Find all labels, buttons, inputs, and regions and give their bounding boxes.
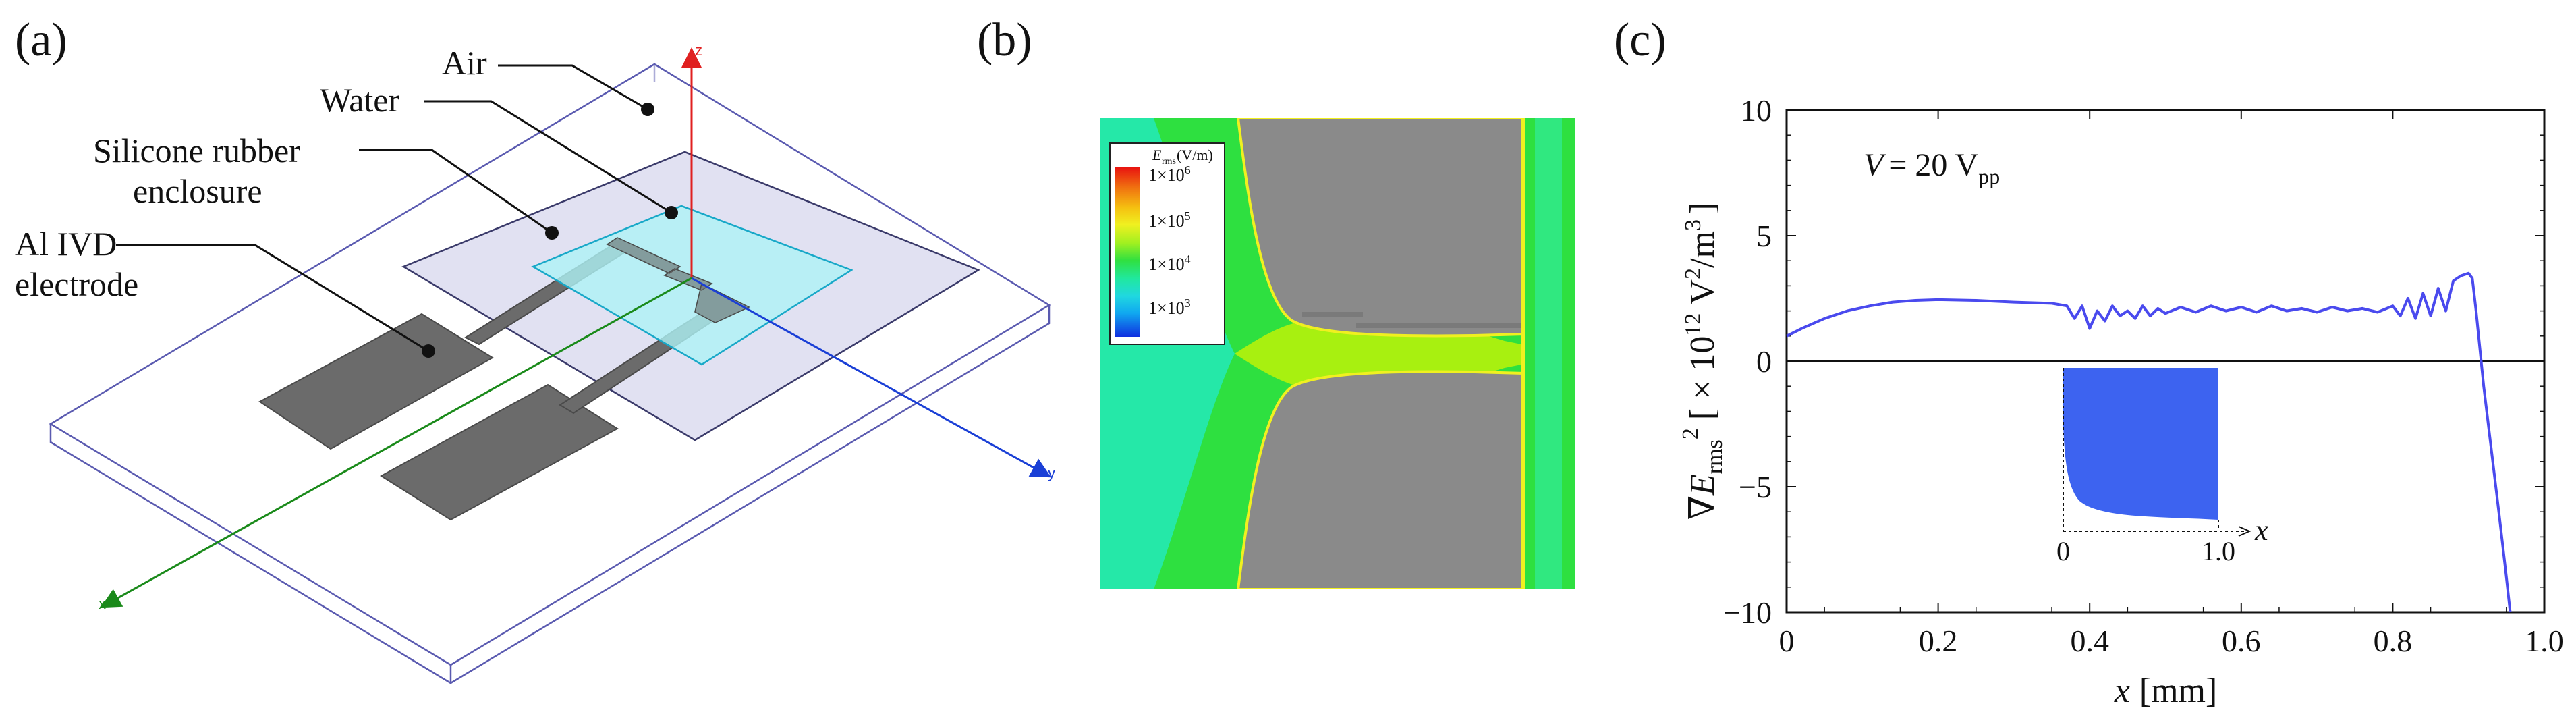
y-ticks: −10 −5 0 5 10 <box>1723 93 2544 630</box>
electrode-pad-2 <box>380 383 619 521</box>
series-line <box>1786 271 2512 613</box>
air-box-sides <box>49 305 1051 684</box>
legend-tick-1e6: 1×106 <box>1148 163 1191 185</box>
y-axis <box>691 277 1052 478</box>
electrode-lower <box>1236 370 1525 589</box>
annotation-electrode-1: Al IVD <box>15 225 117 263</box>
x-tick-label: 1.0 <box>2525 624 2564 658</box>
annotation-electrode-2: electrode <box>15 265 138 303</box>
x-axis <box>100 277 692 608</box>
panel-b: (b) E rms (V/m) 1×106 1×105 1×104 1×103 <box>977 14 1575 589</box>
particle-chain <box>1302 312 1525 328</box>
y-tick-label: 5 <box>1756 219 1772 253</box>
marker-electrode <box>422 344 435 358</box>
y-axis-title: ∇Erms2[ × 1012 V2/m3] <box>1678 203 1727 520</box>
legend-ticks: 1×106 1×105 1×104 1×103 <box>1148 163 1191 318</box>
inset-arrow <box>2238 526 2251 537</box>
x-tick-label: 0.2 <box>1919 624 1958 658</box>
annotation-enclosure-2: enclosure <box>133 172 262 210</box>
y-tick-label: −10 <box>1723 595 1772 630</box>
legend-tick-1e3: 1×103 <box>1148 296 1191 318</box>
x-tick-label: 0.8 <box>2374 624 2413 658</box>
legend-title-symbol: E <box>1152 146 1162 163</box>
x-axis-label: x <box>99 595 106 612</box>
z-axis-label: z <box>695 42 702 59</box>
voltage-annotation: V= 20 Vpp <box>1864 147 2000 188</box>
legend-tick-1e5: 1×105 <box>1148 209 1191 231</box>
panel-c: (c) 0 0.2 0.4 0.6 0.8 1.0 −10 −5 0 5 10 V= 20 Vpp… <box>1614 14 2564 710</box>
legend-title-sub: rms <box>1162 157 1176 167</box>
x-tick-label: 0.6 <box>2222 624 2261 658</box>
leader-enclosure <box>359 149 553 234</box>
panel-a-label: (a) <box>15 14 67 66</box>
marker-enclosure <box>545 226 559 240</box>
inset-fill <box>2063 368 2218 520</box>
panel-c-label: (c) <box>1614 14 1667 66</box>
y-axis-label: y <box>1048 464 1055 481</box>
annotation-water: Water <box>320 81 399 119</box>
panel-b-label: (b) <box>977 14 1032 66</box>
inset-tick-1: 1.0 <box>2202 536 2235 566</box>
marker-air <box>641 103 654 116</box>
legend-title-unit: (V/m) <box>1177 146 1213 163</box>
y-tick-label: 0 <box>1756 344 1772 379</box>
x-axis-title: x[mm] <box>2114 672 2218 710</box>
annotation-air: Air <box>442 44 487 82</box>
x-ticks: 0 0.2 0.4 0.6 0.8 1.0 <box>1779 110 2564 658</box>
inset: 0 1.0 x <box>2056 368 2268 566</box>
x-tick-label: 0.4 <box>2070 624 2109 658</box>
electrode-pad-1 <box>258 313 494 450</box>
panel-a: (a) z y <box>15 14 1055 684</box>
legend-tick-1e4: 1×104 <box>1148 252 1191 274</box>
y-tick-label: 10 <box>1741 93 1772 128</box>
x-tick-label: 0 <box>1779 624 1795 658</box>
inset-axis-label: x <box>2254 514 2268 547</box>
legend-colorbar <box>1115 167 1140 337</box>
leader-water <box>424 100 672 214</box>
air-box <box>49 63 1051 684</box>
leader-electrode <box>116 244 429 352</box>
y-tick-label: −5 <box>1739 470 1772 504</box>
leader-air <box>498 64 648 111</box>
electrode-upper <box>1236 118 1525 338</box>
marker-water <box>665 206 678 219</box>
annotation-enclosure-1: Silicone rubber <box>93 132 300 169</box>
inset-tick-0: 0 <box>2056 536 2070 566</box>
